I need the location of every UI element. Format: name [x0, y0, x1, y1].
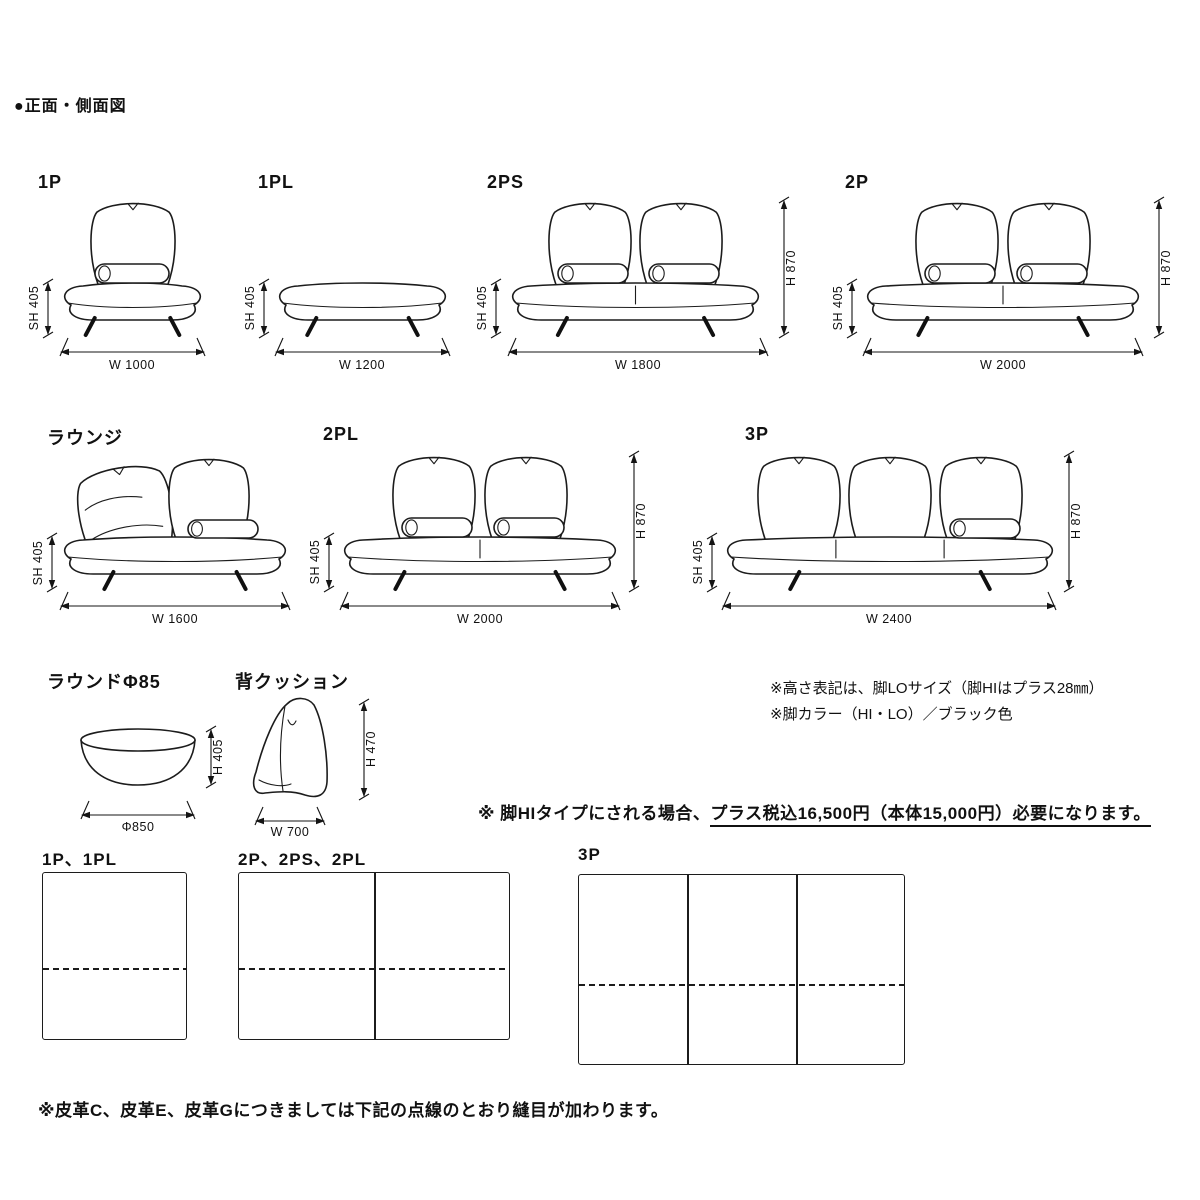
seam-rect-1p-1pl: [42, 872, 187, 1040]
diagram-3p-title: 3P: [745, 424, 770, 444]
drawing-group: [80, 725, 217, 820]
seam-dashed-line: [239, 968, 509, 970]
seam-dashed-line: [579, 984, 904, 986]
dim-w-label: W 1800: [615, 358, 661, 372]
diagram-round-ottoman: ラウンドΦ85 Φ850 H 405: [38, 668, 248, 848]
dim-h-label: H 870: [634, 503, 648, 539]
drawing-group: [846, 196, 1165, 357]
dim-sh-label: SH 405: [308, 540, 322, 585]
dim-w-label: W 1600: [152, 612, 198, 626]
back-cushion-drawing: W 700 H 470: [252, 697, 378, 839]
seam-dashed-line: [43, 968, 186, 970]
diagram-1pl: 1PL SH 405 W 1200: [243, 172, 470, 387]
price-note: ※ 脚HIタイプにされる場合、プラス税込16,500円（本体15,000円）必要…: [478, 799, 1151, 827]
dim-h-label: H 870: [1159, 250, 1173, 286]
diagram-back-cushion: 背クッション W 700 H 470: [225, 668, 425, 848]
seam-label-3p: 3P: [578, 845, 601, 864]
sofa-1p-drawing: SH 405 W 1000: [27, 202, 206, 372]
dim-h-label: H 470: [364, 731, 378, 767]
dim-w-label: W 2000: [980, 358, 1026, 372]
diagram-2p: 2P SH 405 W 2000 H 870: [831, 172, 1183, 387]
sofa-lounge-drawing: SH 405 W 1600: [31, 458, 291, 626]
drawing-group: [706, 450, 1075, 611]
diagram-lounge: ラウンジ SH 405 W 1600: [31, 424, 330, 654]
dim-w-label: W 2000: [457, 612, 503, 626]
seam-rect-3p: [578, 874, 905, 1065]
diagram-2ps-title: 2PS: [487, 172, 525, 192]
sofa-2ps-drawing: SH 405 W 1800 H 870: [475, 196, 798, 372]
ottoman-1pl-drawing: SH 405 W 1200: [243, 278, 451, 372]
seam-vertical-line: [687, 875, 689, 1064]
diagram-1p-title: 1P: [38, 172, 63, 192]
diagram-2ps: 2PS SH 405 W 1800 H 870: [475, 172, 808, 387]
diagram-1pl-title: 1PL: [258, 172, 295, 192]
price-note-prefix: ※ 脚HIタイプにされる場合、: [478, 804, 711, 823]
seam-vertical-line: [374, 873, 376, 1039]
drawing-group: [323, 450, 640, 611]
drawing-group: [252, 697, 370, 826]
dim-w-label: W 1200: [339, 358, 385, 372]
round-ottoman-drawing: Φ850 H 405: [80, 725, 225, 834]
diagram-back-cushion-title: 背クッション: [235, 672, 349, 692]
price-note-underlined: プラス税込16,500円（本体15,000円）必要になります。: [710, 804, 1151, 827]
dim-h-label: H 405: [211, 739, 225, 775]
diagram-3p: 3P SH 405 W 2400 H 870: [691, 424, 1090, 654]
dim-diameter-label: Φ850: [122, 820, 155, 834]
seam-label-1p-1pl: 1P、1PL: [42, 850, 117, 869]
diagram-lounge-title: ラウンジ: [47, 428, 123, 448]
leg-color-note: ※脚カラー（HI・LO）／ブラック色: [770, 706, 1013, 723]
seam-label-2p: 2P、2PS、2PL: [238, 850, 367, 869]
drawing-group: [42, 202, 206, 357]
dim-sh-label: SH 405: [831, 286, 845, 331]
page-title: ●正面・側面図: [14, 98, 127, 115]
sofa-3p-drawing: SH 405 W 2400 H 870: [691, 450, 1083, 626]
dim-w-label: W 700: [271, 825, 310, 839]
diagram-2p-title: 2P: [845, 172, 870, 192]
diagram-2pl: 2PL SH 405 W 2000 H 870: [308, 424, 660, 654]
leather-note: ※皮革C、皮革E、皮革Gにつきましては下記の点線のとおり縫目が加わります。: [38, 1101, 669, 1120]
sofa-2p-drawing: SH 405 W 2000 H 870: [831, 196, 1173, 372]
dim-h-label: H 870: [1069, 503, 1083, 539]
seam-rect-2p: [238, 872, 510, 1040]
dim-sh-label: SH 405: [691, 540, 705, 585]
dim-sh-label: SH 405: [27, 286, 41, 331]
drawing-group: [490, 196, 790, 357]
drawing-group: [258, 278, 451, 357]
height-note: ※高さ表記は、脚LOサイズ（脚HIはプラス28㎜）: [770, 680, 1104, 697]
dim-h-label: H 870: [784, 250, 798, 286]
diagram-1p: 1P SH 405 W 1000: [27, 172, 250, 387]
dim-w-label: W 1000: [109, 358, 155, 372]
dim-sh-label: SH 405: [475, 286, 489, 331]
sofa-2pl-drawing: SH 405 W 2000 H 870: [308, 450, 648, 626]
dim-w-label: W 2400: [866, 612, 912, 626]
dim-sh-label: SH 405: [243, 286, 257, 331]
dim-sh-label: SH 405: [31, 541, 45, 586]
drawing-group: [46, 458, 291, 611]
diagram-round-title: ラウンドΦ85: [47, 672, 161, 692]
seam-vertical-line: [796, 875, 798, 1064]
diagram-2pl-title: 2PL: [323, 424, 360, 444]
